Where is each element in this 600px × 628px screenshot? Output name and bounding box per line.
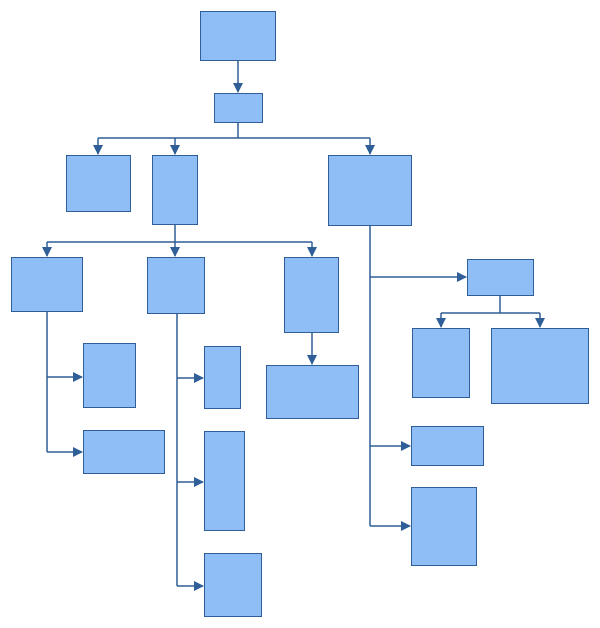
c-child-1-node[interactable] [266, 365, 359, 419]
a-child-2-node[interactable] [83, 430, 165, 474]
b-child-2-node[interactable] [204, 431, 245, 531]
l2-right-node[interactable] [328, 155, 412, 226]
a-child-1-node[interactable] [83, 343, 136, 408]
r-child-3-node[interactable] [411, 487, 477, 566]
r-child-2-node[interactable] [411, 426, 484, 466]
r-grandchild-1-node[interactable] [412, 328, 470, 398]
root-node[interactable] [200, 11, 276, 61]
l2-left-node[interactable] [66, 155, 131, 212]
level1-node[interactable] [214, 93, 263, 123]
r-grandchild-2-node[interactable] [491, 328, 589, 404]
l3-b-node[interactable] [147, 257, 205, 314]
r-child-1-node[interactable] [467, 259, 534, 296]
l2-middle-node[interactable] [152, 155, 198, 225]
b-child-3-node[interactable] [204, 553, 262, 617]
b-child-1-node[interactable] [204, 346, 241, 409]
l3-a-node[interactable] [11, 257, 83, 312]
l3-c-node[interactable] [284, 257, 339, 333]
